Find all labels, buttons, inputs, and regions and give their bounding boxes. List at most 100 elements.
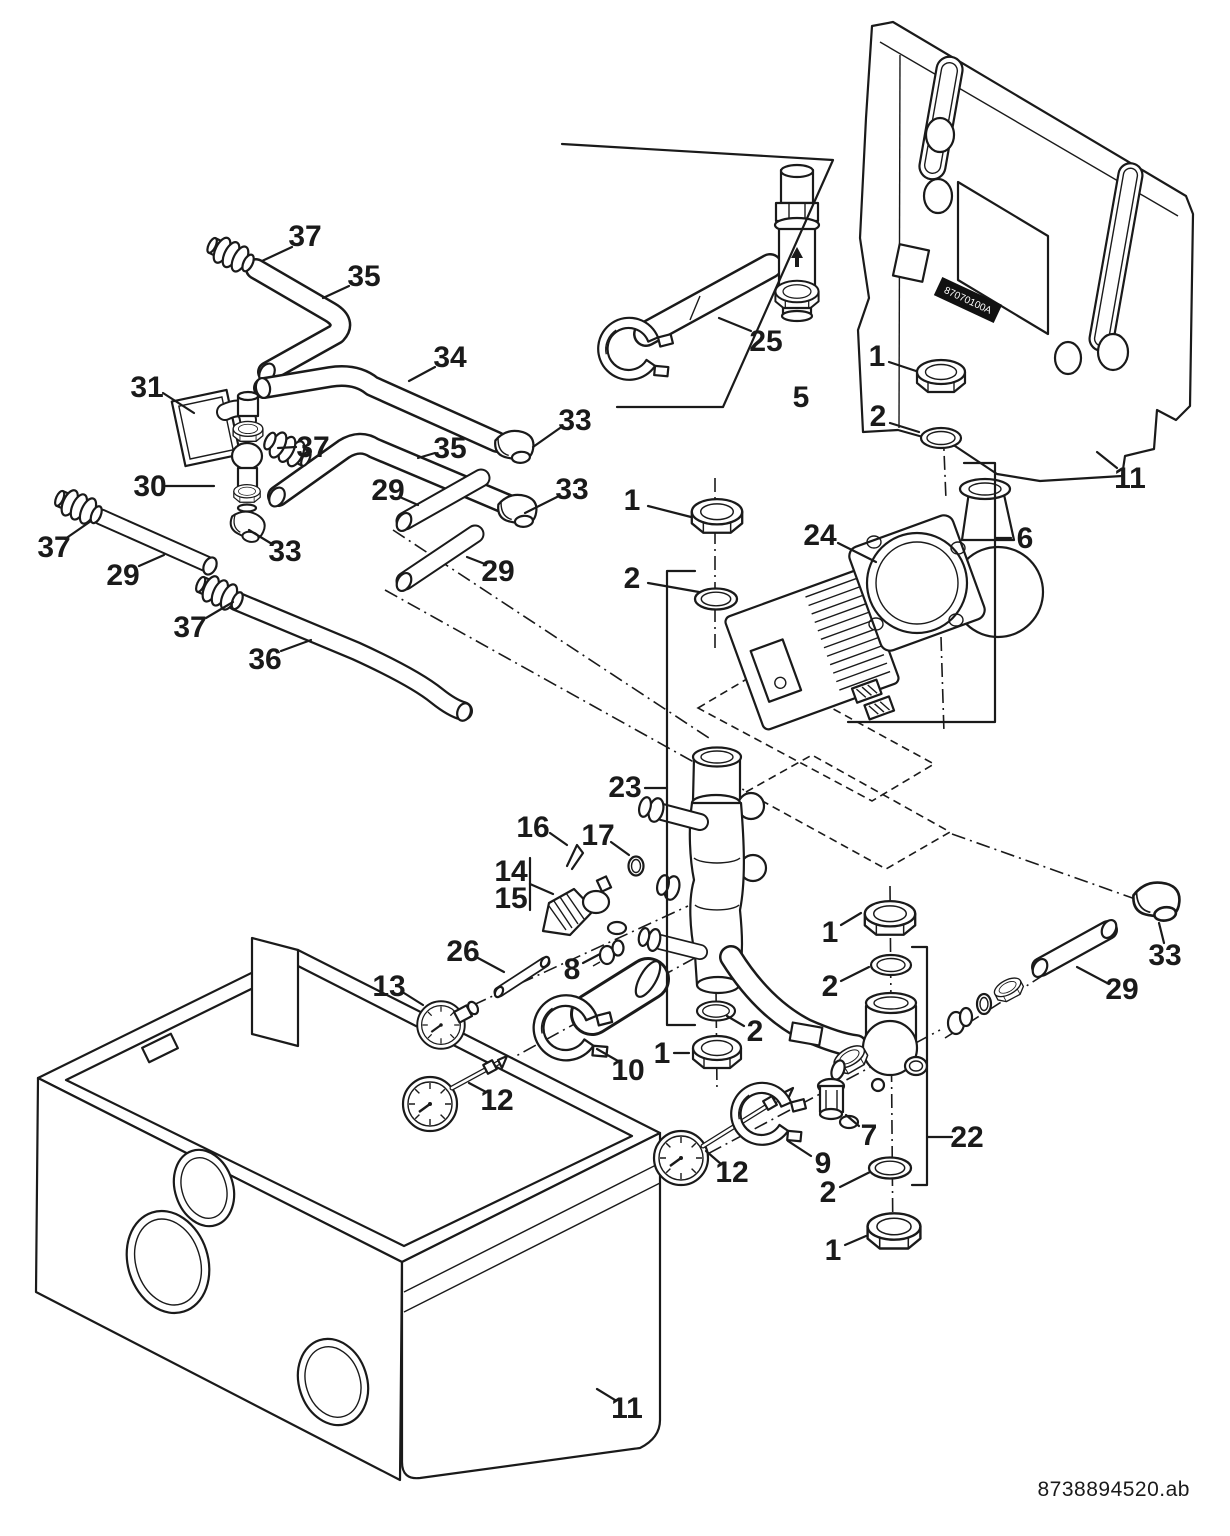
callout-label: 37 [173, 611, 206, 644]
callout-leader [717, 316, 753, 333]
callout-leader [844, 1113, 861, 1128]
callout-leader [725, 1014, 746, 1028]
callout-label: 33 [555, 473, 588, 506]
callout-leader [63, 519, 93, 541]
callout-leader [523, 495, 559, 515]
callout-label: 7 [861, 1119, 878, 1152]
callout-label: 2 [747, 1015, 764, 1048]
push-fit-connector [190, 569, 248, 616]
callout-leader [704, 1149, 723, 1166]
column-body [637, 746, 768, 995]
callout-label: 1 [654, 1037, 671, 1070]
mounting-panel: 87070100A [856, 20, 1195, 483]
callout-labels: 3735343137303337352933332929373625511122… [37, 220, 1181, 1425]
safety-valve [541, 875, 628, 937]
callout-label: 2 [624, 562, 641, 595]
callout-label: 8 [564, 953, 581, 986]
callout-leader [839, 911, 863, 927]
union-nut [866, 1212, 922, 1250]
callout-label: 10 [611, 1054, 644, 1087]
callout-label: 30 [133, 470, 166, 503]
callout-leader [646, 581, 701, 594]
callout-label: 36 [248, 643, 281, 676]
gasket [919, 426, 963, 450]
bracket-group-6 [846, 461, 997, 724]
callout-label: 26 [446, 935, 479, 968]
push-fit-connector [49, 483, 107, 530]
callout-label: 35 [347, 260, 380, 293]
callout-leader [646, 504, 693, 519]
callout-leader [321, 284, 351, 300]
bracket-group-23 [665, 569, 697, 1027]
callout-leader [786, 1139, 813, 1158]
callout-leader [400, 496, 420, 507]
drain-fitting [592, 939, 625, 967]
retaining-pin [565, 843, 585, 871]
callout-label: 24 [803, 519, 837, 552]
callout-label: 9 [815, 1147, 832, 1180]
callout-label: 29 [106, 559, 139, 592]
drawing-number: 8738894520.ab [1037, 1478, 1190, 1501]
callout-leader [247, 528, 274, 546]
callout-label: 1 [825, 1234, 842, 1267]
callout-label: 22 [950, 1121, 983, 1154]
callout-label: 25 [749, 325, 782, 358]
callout-leader [838, 1170, 872, 1189]
callout-leader [595, 1047, 620, 1063]
return-valve-group [719, 899, 1027, 1250]
bracket-group-22 [910, 945, 929, 1187]
callout-label: 37 [296, 431, 329, 464]
gasket [693, 587, 739, 611]
manifold-column [637, 497, 768, 1070]
callout-leader [609, 840, 631, 857]
fill-drain-valve [816, 1077, 860, 1130]
callout-leader [260, 245, 294, 263]
callout-label: 12 [715, 1156, 748, 1189]
callout-label: 33 [268, 535, 301, 568]
callout-label: 1 [869, 340, 886, 373]
elbow-fitting [493, 428, 537, 467]
callout-label: 37 [37, 531, 70, 564]
callout-label: 11 [611, 1392, 643, 1425]
callout-leader [467, 1081, 488, 1094]
ghost-outlines [696, 669, 952, 870]
callout-leader [888, 421, 921, 434]
pressure-gauge [416, 1000, 480, 1050]
callout-label: 15 [494, 882, 527, 915]
callout-leader [843, 1234, 868, 1247]
callout-label: 33 [558, 404, 591, 437]
pump-connectors [850, 678, 896, 721]
callout-leader [137, 553, 166, 568]
callout-leader [276, 445, 298, 450]
callout-leader [836, 541, 878, 564]
callout-label: 29 [1105, 973, 1138, 1006]
callout-label: 23 [608, 771, 641, 804]
immersion-sleeve [524, 957, 670, 1075]
group-brackets [528, 142, 997, 1187]
callout-label: 29 [481, 555, 514, 588]
union-nut [690, 497, 744, 534]
callout-label: 37 [288, 220, 321, 253]
callout-leader [279, 638, 313, 653]
circulation-pump [724, 477, 1045, 731]
safety-valve-group [493, 843, 645, 999]
callout-label: 16 [516, 811, 549, 844]
callout-leader [887, 360, 918, 373]
callout-leader [476, 956, 506, 974]
union-nut [863, 899, 917, 936]
frame-box [34, 936, 662, 1482]
callout-label: 12 [480, 1084, 513, 1117]
callout-label: 1 [624, 484, 641, 517]
union-nut [915, 358, 967, 394]
callout-leader [839, 965, 871, 983]
callout-label: 2 [820, 1176, 837, 1209]
callout-label: 17 [581, 819, 614, 852]
thermometer [401, 1054, 509, 1133]
callout-leader [204, 600, 235, 620]
pipe-cluster [49, 230, 540, 722]
clamp-ring-2 [722, 1073, 816, 1159]
callout-label: 33 [1148, 939, 1181, 972]
callout-label: 14 [494, 855, 528, 888]
callout-leader [407, 365, 437, 383]
